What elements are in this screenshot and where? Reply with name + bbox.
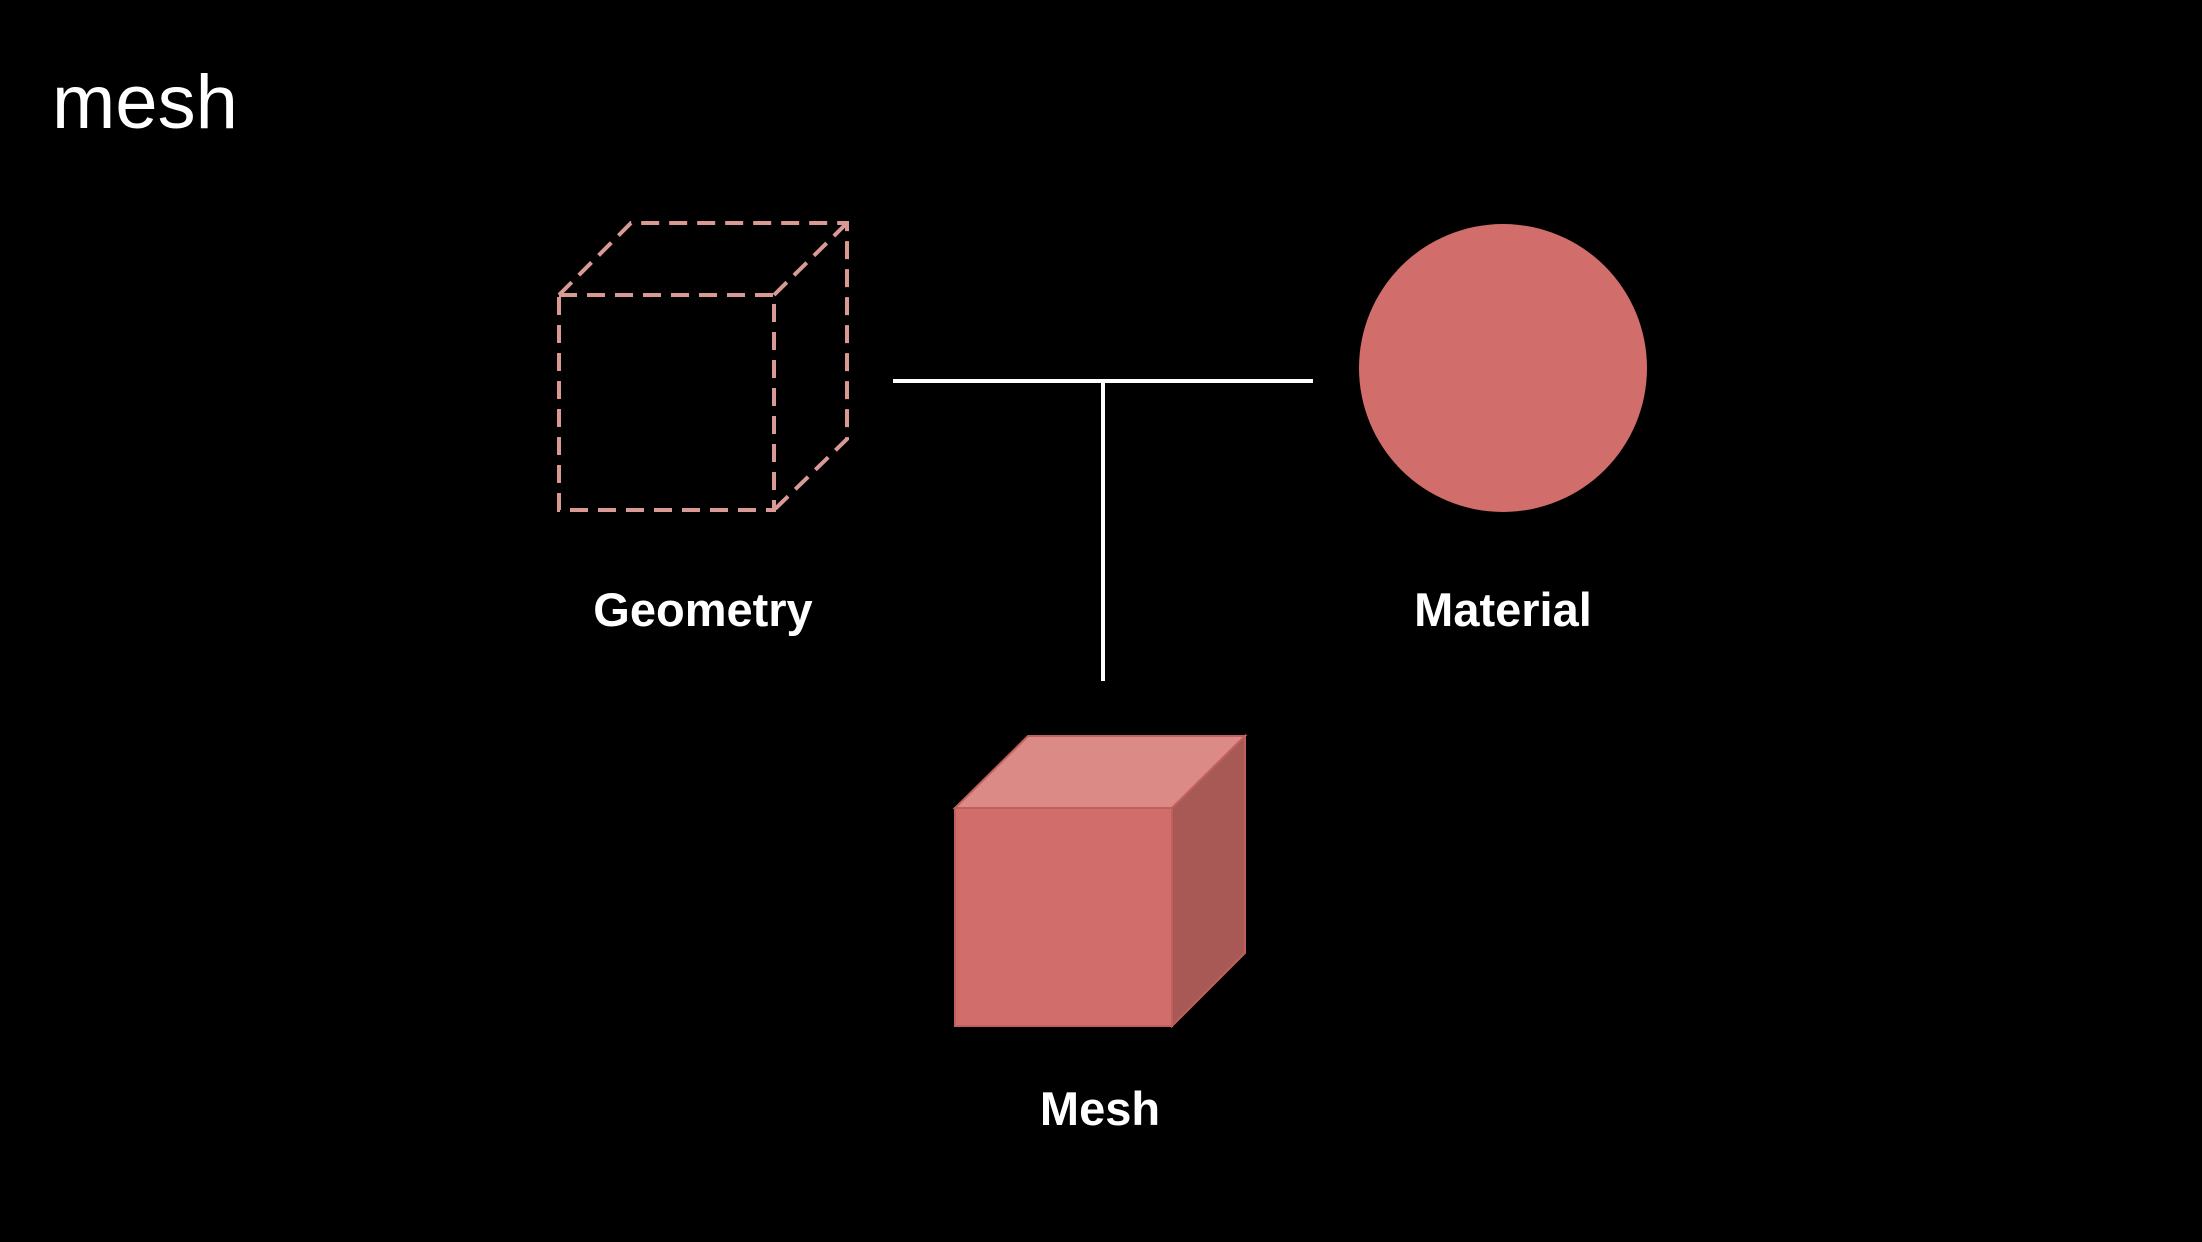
wireframe-cube-icon [557,221,849,512]
filled-circle-icon [1359,224,1647,512]
material-label: Material [1414,583,1592,636]
connector-lines [893,379,1313,681]
solid-cube-icon [952,733,1248,1029]
cube-front-face [954,807,1173,1027]
mesh-label: Mesh [1039,1082,1161,1135]
page-title: mesh [52,60,238,145]
geometry-label: Geometry [593,583,813,636]
